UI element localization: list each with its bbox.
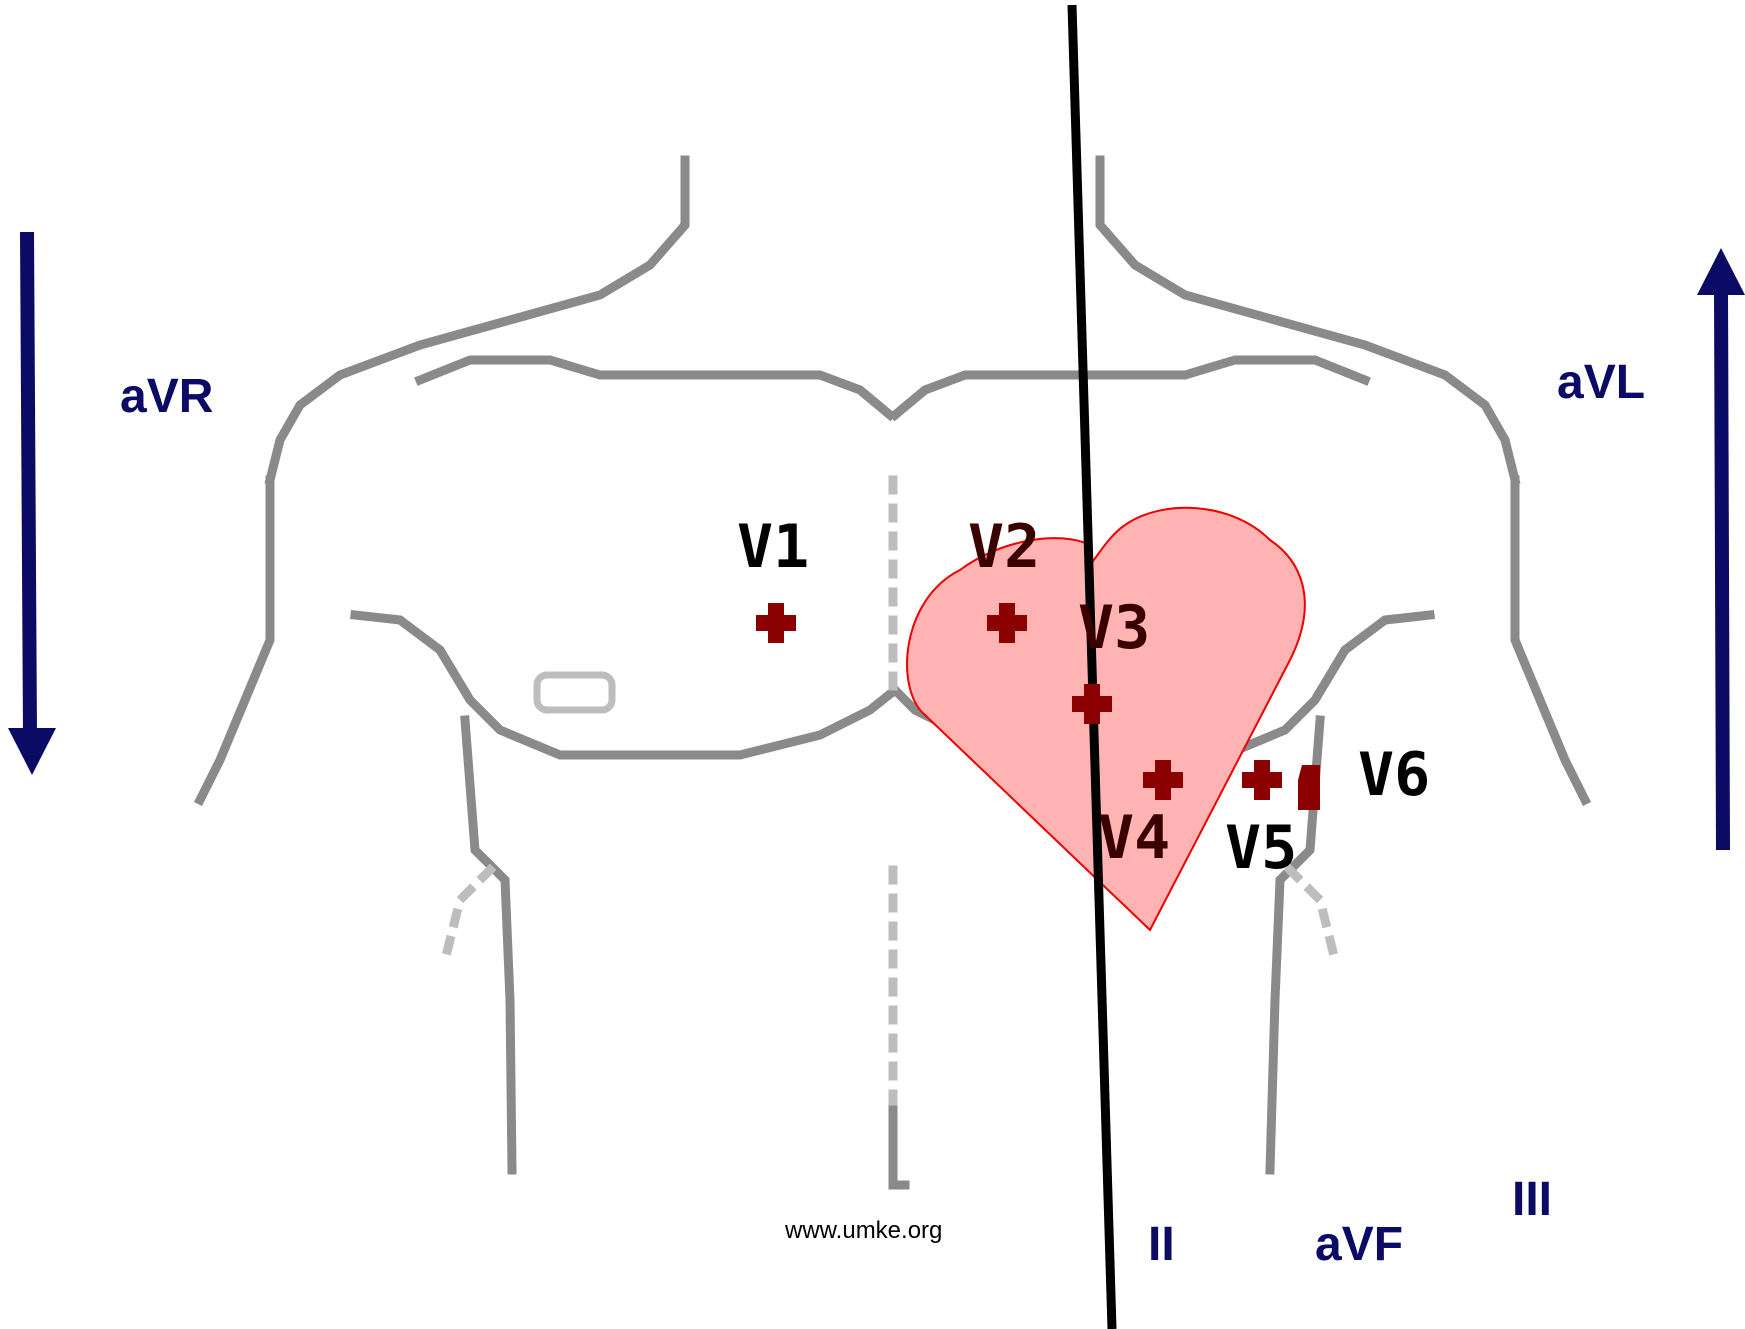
avr-arrow-shaft xyxy=(27,232,30,735)
lead-label-avl: aVL xyxy=(1557,356,1645,409)
right-arm-inner xyxy=(1290,870,1335,960)
left-pectoral xyxy=(355,615,895,755)
neck-right xyxy=(1100,160,1515,480)
lead-label-avf: aVF xyxy=(1315,1218,1403,1271)
lead-label-iii: III xyxy=(1512,1173,1552,1226)
avr-arrow-head xyxy=(8,728,56,775)
electrode-dot-v6 xyxy=(1298,765,1320,810)
left-nipple xyxy=(537,675,612,710)
electrode-label-v2: V2 xyxy=(968,512,1040,582)
lead-label-ii: II xyxy=(1148,1218,1175,1271)
left-arm-inner xyxy=(445,870,490,960)
electrode-label-v4: V4 xyxy=(1098,803,1170,873)
electrode-label-v1: V1 xyxy=(737,512,809,582)
lead-label-avr: aVR xyxy=(120,370,213,423)
electrode-dot-v5 xyxy=(1242,760,1282,800)
right-shoulder-outer xyxy=(1515,480,1585,800)
left-flank xyxy=(465,720,512,1170)
electrode-dot-v1 xyxy=(756,603,796,643)
source-credit: www.umke.org xyxy=(784,1217,942,1244)
electrode-label-v5: V5 xyxy=(1225,813,1297,883)
torso-outline xyxy=(200,160,1585,1185)
avr-arrow xyxy=(8,232,56,775)
neck-left xyxy=(270,160,685,480)
avl-arrow xyxy=(1697,248,1745,850)
electrode-label-v6: V6 xyxy=(1358,740,1430,810)
right-clavicle xyxy=(895,360,1365,415)
avl-arrow-head xyxy=(1697,248,1745,295)
navel-mark xyxy=(893,1110,905,1185)
electrode-label-v3: V3 xyxy=(1078,593,1150,663)
left-clavicle xyxy=(420,360,890,415)
left-shoulder-outer xyxy=(200,480,270,800)
avl-arrow-shaft xyxy=(1721,290,1723,850)
